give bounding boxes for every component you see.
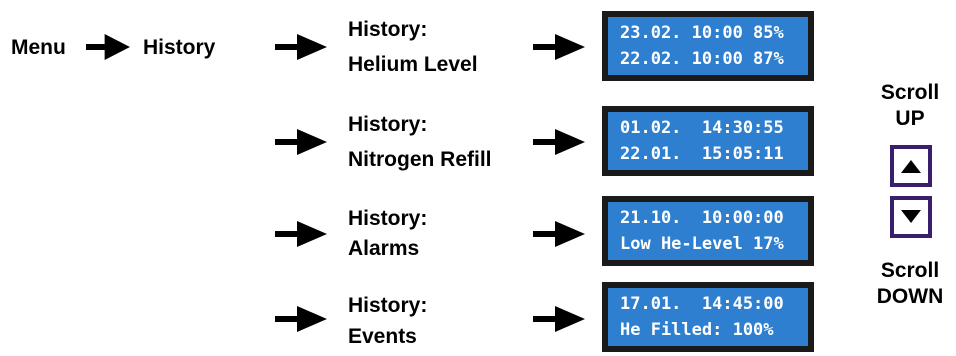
history-nitrogen-subtitle: Nitrogen Refill [348,148,492,171]
right-arrow-icon [275,221,327,247]
right-arrow-icon [533,221,585,247]
triangle-up-icon [901,160,921,173]
triangle-down-icon [901,210,921,223]
right-arrow-icon [275,306,327,332]
right-arrow-icon [533,34,585,60]
right-arrow-icon [275,129,327,155]
history-alarms-title: History: [348,207,428,230]
scroll-down-line-1: Scroll [880,259,940,282]
scroll-up-label: Scroll UP [865,80,955,132]
lcd-alarms: 21.10. 10:00:00 Low He-Level 17% [602,196,814,266]
lcd-line-2: Low He-Level 17% [620,234,784,254]
lcd-nitrogen-refill: 01.02. 14:30:55 22.01. 15:05:11 [602,106,814,176]
lcd-line-1: 23.02. 10:00 85% [620,23,784,43]
scroll-down-label: Scroll DOWN [865,258,955,310]
right-arrow-icon [533,129,585,155]
history-helium-subtitle: Helium Level [348,53,478,76]
lcd-line-1: 01.02. 14:30:55 [620,118,784,138]
scroll-up-line-1: Scroll [880,81,940,104]
lcd-line-2: 22.02. 10:00 87% [620,49,784,69]
history-label: History [143,36,216,59]
lcd-events: 17.01. 14:45:00 He Filled: 100% [602,282,814,352]
history-nitrogen-title: History: [348,113,428,136]
scroll-down-button[interactable] [890,196,932,238]
lcd-line-2: 22.01. 15:05:11 [620,144,784,164]
scroll-up-button[interactable] [890,145,932,187]
lcd-line-2: He Filled: 100% [620,320,774,340]
right-arrow-icon [275,34,327,60]
history-helium-title: History: [348,18,428,41]
scroll-up-line-2: UP [895,107,925,130]
lcd-line-1: 17.01. 14:45:00 [620,294,784,314]
lcd-line-1: 21.10. 10:00:00 [620,208,784,228]
menu-label: Menu [11,36,66,59]
right-arrow-icon [533,306,585,332]
history-alarms-subtitle: Alarms [348,237,420,260]
history-events-title: History: [348,294,428,317]
scroll-down-line-2: DOWN [876,285,944,308]
right-arrow-icon [86,34,130,60]
history-events-subtitle: Events [348,325,417,348]
lcd-helium-level: 23.02. 10:00 85% 22.02. 10:00 87% [602,11,814,81]
